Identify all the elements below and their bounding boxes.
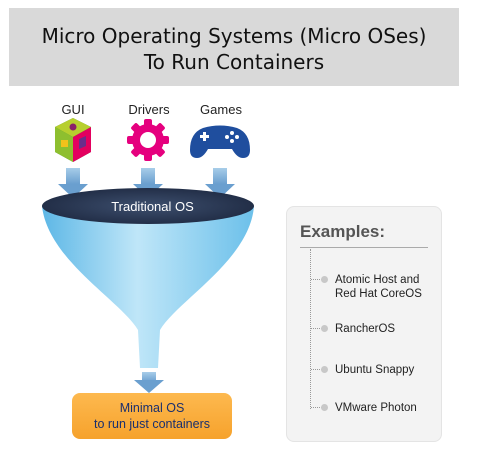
examples-divider [300,247,428,248]
title-banner: Micro Operating Systems (Micro OSes) To … [9,8,459,86]
funnel-top-label: Traditional OS [111,199,194,214]
example-item-atomic-line1: Atomic Host and [335,274,420,286]
examples-panel: Examples: Atomic Host and Red Hat CoreOS… [286,206,442,442]
example-branch [311,407,324,408]
title-line-2: To Run Containers [143,50,325,74]
examples-tree-line [310,249,312,409]
arrow-games [205,168,235,198]
example-bullet-icon [321,276,328,283]
gear-icon [127,119,169,161]
example-branch [311,369,324,370]
example-bullet-icon [321,404,328,411]
arrow-output [134,372,164,393]
input-label-drivers: Drivers [128,102,170,117]
example-item-vmware-photon: VMware Photon [335,402,417,414]
example-bullet-icon [321,325,328,332]
cube-icon [55,118,91,162]
example-item-rancheros: RancherOS [335,323,396,335]
example-item-ubuntu-snappy: Ubuntu Snappy [335,364,415,376]
title-line-1: Micro Operating Systems (Micro OSes) [41,24,427,48]
example-item-atomic: Atomic Host and Red Hat CoreOS [335,273,422,301]
output-line-1: Minimal OS [119,401,185,415]
funnel-top [42,188,254,224]
funnel-body [42,206,254,368]
input-label-gui: GUI [61,102,85,117]
arrow-gui [58,168,88,198]
example-bullet-icon [321,366,328,373]
gamepad-icon [190,125,250,158]
output-box: Minimal OS to run just containers [72,393,232,439]
example-branch [311,328,324,329]
examples-title: Examples: [300,222,386,241]
input-label-games: Games [200,102,242,117]
example-branch [311,279,324,280]
output-line-2: to run just containers [93,417,211,431]
example-item-atomic-line2: Red Hat CoreOS [335,288,422,300]
